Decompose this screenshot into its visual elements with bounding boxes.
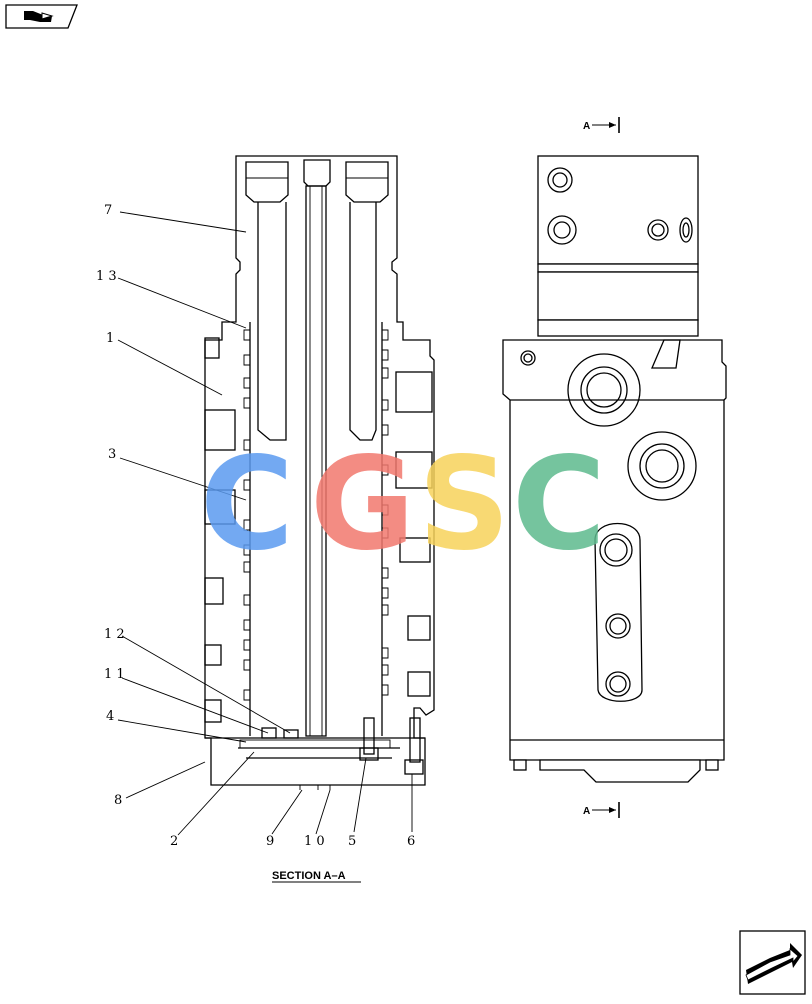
side-ports-left (204, 337, 236, 723)
watermark-letter-3: S (418, 430, 510, 579)
callout-1: 1 (106, 331, 114, 346)
watermark-letter-4: C (512, 430, 606, 579)
callout-5: 5 (348, 834, 356, 849)
section-title: SECTION A–A (272, 870, 346, 882)
callout-12: 1 2 (104, 627, 125, 642)
watermark-letter-2: G (310, 430, 415, 579)
callout-2: 2 (170, 834, 178, 849)
watermark: C G S C (200, 430, 606, 579)
section-arrow-top: A (583, 117, 620, 133)
callout-7: 7 (104, 203, 112, 218)
svg-text:A: A (583, 121, 590, 132)
side-ports-right (395, 371, 433, 697)
callout-10: 1 0 (304, 834, 325, 849)
watermark-letter-1: C (200, 430, 294, 579)
callout-4: 4 (106, 709, 114, 724)
callout-8: 8 (114, 793, 122, 808)
callout-6: 6 (407, 834, 415, 849)
callout-11: 1 1 (104, 667, 125, 682)
section-view (204, 155, 435, 790)
sleeve-grooves (243, 329, 389, 701)
svg-text:A: A (583, 806, 590, 817)
next-page-arrow-icon[interactable] (739, 930, 806, 995)
callout-labels: 7 1 3 1 3 1 2 1 1 4 8 2 9 1 0 5 6 (96, 203, 415, 849)
callout-13: 1 3 (96, 269, 117, 284)
bolt-6 (404, 717, 424, 775)
bolt-5 (359, 717, 379, 761)
callout-9: 9 (266, 834, 274, 849)
leader-lines (117, 211, 413, 836)
section-arrow-bottom: A (583, 802, 620, 818)
external-view: A A (502, 117, 727, 818)
callout-3: 3 (108, 447, 116, 462)
book-arrow-icon[interactable] (5, 4, 78, 29)
